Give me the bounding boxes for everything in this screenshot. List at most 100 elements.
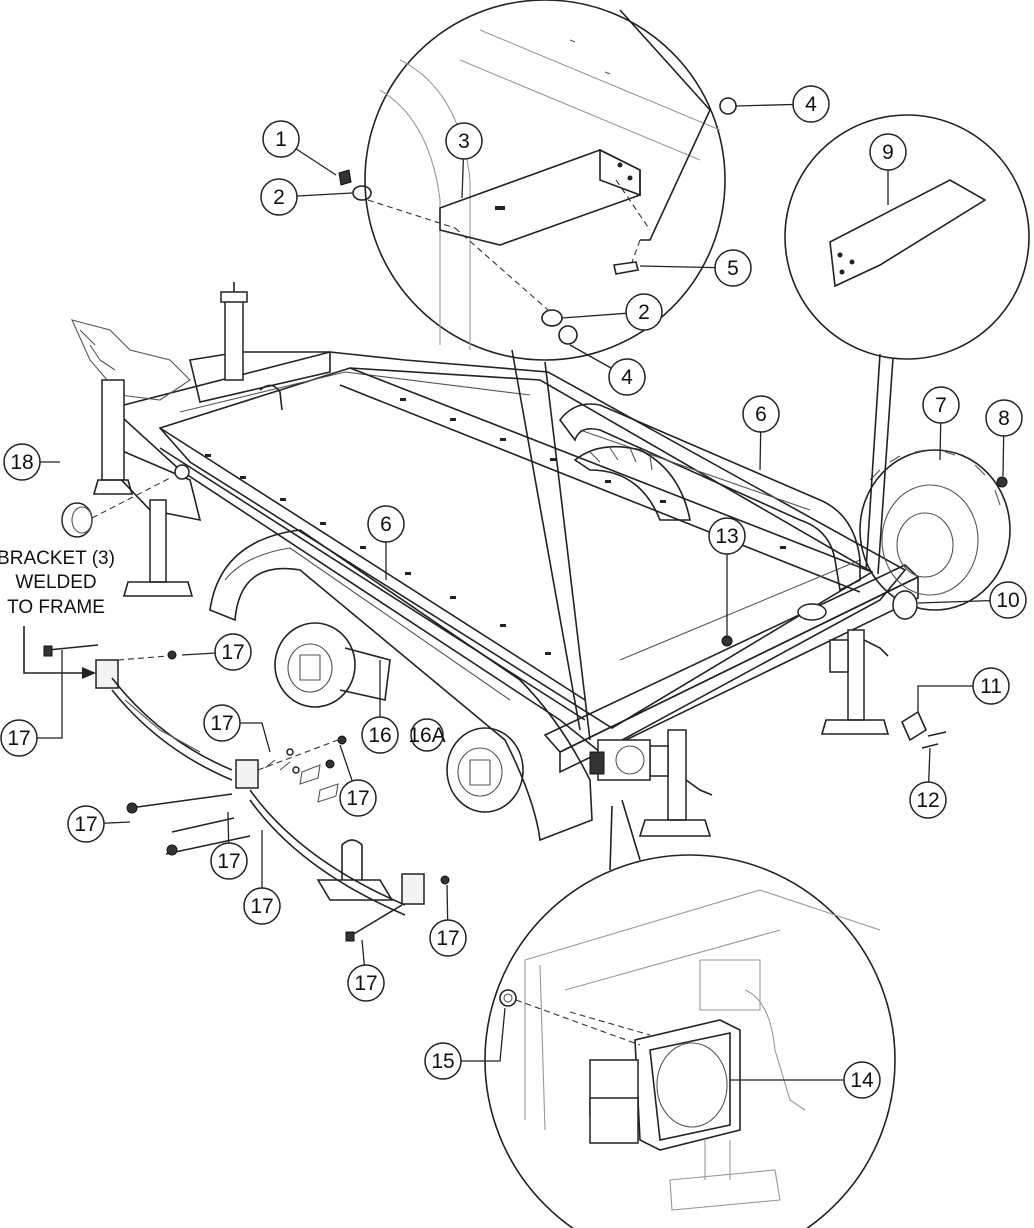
callout-16A: 16A [408,718,446,752]
detail-leader-right-2 [877,357,894,575]
callout-label: 4 [621,366,633,389]
callout-label: 2 [273,186,285,209]
callout-10: 10 [917,581,1027,619]
callout-circle [339,779,377,817]
callout-circle [972,667,1010,705]
fender-left [209,529,593,842]
callout-circle [203,704,241,742]
callout-leader [443,1007,506,1062]
callout-circle [909,781,947,819]
callout-label: 17 [354,972,377,995]
nut-13 [721,635,733,647]
callout-label: 17 [74,813,97,836]
callout-18: 18 [3,443,60,481]
callout-circle [608,358,646,396]
callout-label: 10 [996,589,1019,612]
callout-circle [792,85,830,123]
callout-label: 17 [436,927,459,950]
callout-17: 17 [339,744,377,817]
wheel-tire-right [859,449,1011,611]
callout-label: 17 [217,850,240,873]
callout-label: 17 [250,895,273,918]
rear-jack-stand-right [820,629,890,735]
trailer-frame [71,282,920,774]
callout-circle [922,386,960,424]
callout-5: 5 [639,249,752,287]
callout-circle [714,249,752,287]
callout-label: 17 [210,712,233,735]
nut-8 [996,476,1008,488]
callout-4: 4 [735,85,830,123]
callout-17: 17 [210,811,248,880]
bracket-note-line-2: WELDED [15,572,96,593]
axle-plate [797,603,827,621]
callout-1: 1 [262,120,337,176]
callout-label: 8 [998,407,1010,430]
callout-label: 1 [275,128,287,151]
callout-7: 7 [922,386,960,461]
callout-label: 14 [850,1069,874,1092]
callout-circle [0,719,38,757]
callout-circle [214,633,252,671]
callout-8: 8 [985,399,1023,477]
callout-circle [361,716,399,754]
detail-leader-bottom-2 [609,805,613,871]
callout-label: 11 [980,675,1002,698]
bracket-note: BRACKET (3) WELDED TO FRAME [0,548,115,679]
plug-18 [61,477,171,538]
bracket-note-line-1: BRACKET (3) [0,548,115,569]
callout-circle [262,120,300,158]
callout-13: 13 [708,517,746,636]
callout-circle [347,964,385,1002]
callout-circle [260,178,298,216]
taillight-small [589,739,651,781]
callout-17: 17 [243,830,281,925]
front-jack-tube [224,299,244,381]
callout-circle [210,842,248,880]
callout-label: 12 [916,789,939,812]
callout-circle [445,122,483,160]
callout-3: 3 [445,122,483,199]
callout-circle [869,133,907,171]
callout-circle [424,1042,462,1080]
callout-circle [429,919,467,957]
detail-leader-1 [511,349,581,731]
callout-17: 17 [0,650,63,757]
callout-6: 6 [742,395,780,471]
callout-2: 2 [260,178,353,216]
callout-label: 4 [805,93,817,116]
hub-drum-rear [446,727,524,813]
detail-leader-bottom-1 [621,799,641,861]
callout-label: 15 [431,1050,454,1073]
detail-circle-top [338,0,737,361]
callout-circle [985,399,1023,437]
callout-17: 17 [203,704,271,753]
callout-label: 18 [10,451,33,474]
callout-17: 17 [67,805,131,843]
fender-right [558,403,861,592]
callout-circle [708,517,746,555]
detail-circle-right [784,114,1030,575]
detail-leader-2 [544,361,591,741]
detail-leader-right-1 [865,353,881,571]
callout-16: 16 [361,660,399,754]
callout-17: 17 [429,884,467,957]
callout-14: 14 [730,1061,881,1099]
callout-label: 16A [408,724,445,747]
marker-light-10 [892,590,918,620]
light-11 [900,710,947,749]
callout-2: 2 [561,293,663,331]
leaf-spring-front [43,644,233,781]
callout-label: 5 [727,257,739,280]
rear-jack-stand-left [638,729,713,837]
callout-label: 6 [380,513,392,536]
callout-4: 4 [569,344,646,396]
callout-15: 15 [424,1007,506,1080]
callout-17: 17 [347,939,385,1002]
callout-label: 17 [346,787,369,810]
callout-label: 16 [368,724,391,747]
callout-6: 6 [367,505,405,580]
callout-label: 7 [935,394,947,417]
callout-circle [243,887,281,925]
